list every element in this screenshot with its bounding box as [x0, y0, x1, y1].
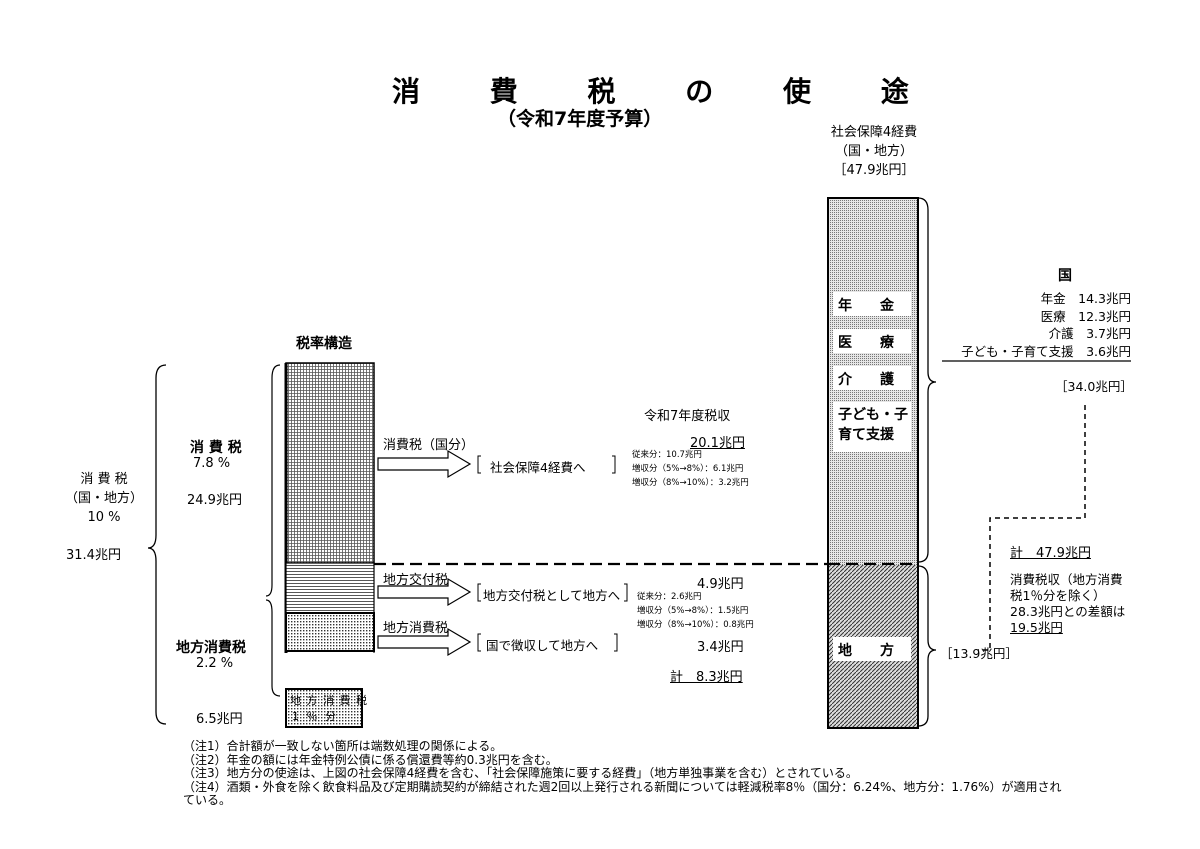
revenue-national-total: 20.1兆円 [690, 436, 745, 451]
page-subtitle: （令和7年度予算） [497, 108, 663, 130]
bar-national [285, 362, 375, 564]
revenue-kofu-total: 4.9兆円 [697, 577, 744, 592]
gap-total: 計 47.9兆円 [1010, 546, 1091, 561]
ss-label-iryo: 医 療 [838, 335, 894, 351]
brace-ss-local [917, 565, 937, 727]
list-item: 年金 14.3兆円 [1040, 291, 1131, 306]
list-item: 介護 3.7兆円 [1048, 326, 1131, 341]
dashed-connector [978, 405, 1086, 651]
national-breakdown-list: 年金 14.3兆円 医療 12.3兆円 介護 3.7兆円 子ども・子育て支援 3… [942, 290, 1131, 360]
label-panel-iryo [833, 329, 911, 353]
arrow-label-kofu: 地方交付税 [383, 573, 449, 588]
revenue-sum: 計 8.3兆円 [670, 670, 743, 685]
arrow-kofu [377, 577, 472, 607]
page-title: 消 費 税 の 使 途 [392, 75, 939, 108]
national-label: 消 費 税 [190, 440, 242, 456]
ss-label-chiho: 地 方 [838, 643, 894, 659]
national-breakdown-total: ［34.0兆円］ [1055, 379, 1133, 394]
list-item: 子ども・子育て支援 3.6兆円 [961, 343, 1131, 359]
label-panel-kodomo [833, 402, 911, 452]
label-panel-kaigo [833, 366, 911, 390]
ss-heading: 社会保障4経費 （国・地方） ［47.9兆円］ [830, 125, 918, 178]
total-label: 消 費 税 （国・地方） 10 % [64, 472, 143, 525]
rate-structure-heading: 税率構造 [296, 336, 352, 352]
arrow-label-national: 消費税（国分） [383, 438, 475, 453]
national-breakdown-heading: 国 [1058, 268, 1072, 284]
arrow-label-local: 地方消費税 [383, 621, 449, 636]
small-box-line1: 地 方 消 費 税 [290, 694, 368, 707]
dest-kofu: 地方交付税として地方へ [483, 588, 621, 603]
notes: （注1）合計額が一致しない箇所は端数処理の関係による。 （注2）年金の額には年金… [183, 739, 1062, 807]
brace-local [265, 599, 281, 697]
brace-national [265, 364, 281, 597]
list-item: 医療 12.3兆円 [1040, 308, 1131, 324]
local-label: 地方消費税 [176, 640, 246, 656]
brace-total [147, 364, 167, 725]
bar-local-small [285, 688, 363, 728]
ss-label-kodomo: 子ども・子育て支援 [838, 407, 908, 443]
revenue-local-total: 3.4兆円 [697, 640, 744, 655]
national-amount: 24.9兆円 [187, 493, 242, 508]
revenue-kofu-breakdown: 従来分：2.6兆円 増収分（5%→8%）：1.5兆円 増収分（8%→10%）：0… [637, 592, 754, 630]
national-rate: 7.8 % [193, 456, 231, 471]
dest-national: 社会保障4経費へ [490, 460, 586, 475]
total-amount: 31.4兆円 [66, 548, 121, 563]
gap-text: 消費税収（地方消費 税1％分を除く） 28.3兆円との差額は 19.5兆円 [1010, 572, 1126, 635]
bar-kofu [285, 562, 375, 614]
small-box-line2: 1 ％ 分 [292, 710, 338, 723]
label-panel-chiho [833, 637, 911, 661]
arrow-local [377, 627, 472, 657]
dest-local: 国で徴収して地方へ [486, 638, 599, 653]
revenue-heading: 令和7年度税収 [644, 409, 731, 424]
label-panel-nenkin [833, 292, 911, 316]
ss-label-kaigo: 介 護 [838, 372, 894, 388]
arrow-national [377, 449, 472, 479]
revenue-national-breakdown: 従来分：10.7兆円 増収分（5%→8%）：6.1兆円 増収分（8%→10%）：… [632, 450, 749, 488]
local-rate: 2.2 % [196, 656, 234, 671]
local-total: ［13.9兆円］ [940, 646, 1018, 661]
brace-ss-national [917, 197, 937, 563]
local-amount: 6.5兆円 [196, 712, 243, 727]
ss-label-nenkin: 年 金 [838, 298, 894, 314]
bar-local [285, 612, 375, 652]
